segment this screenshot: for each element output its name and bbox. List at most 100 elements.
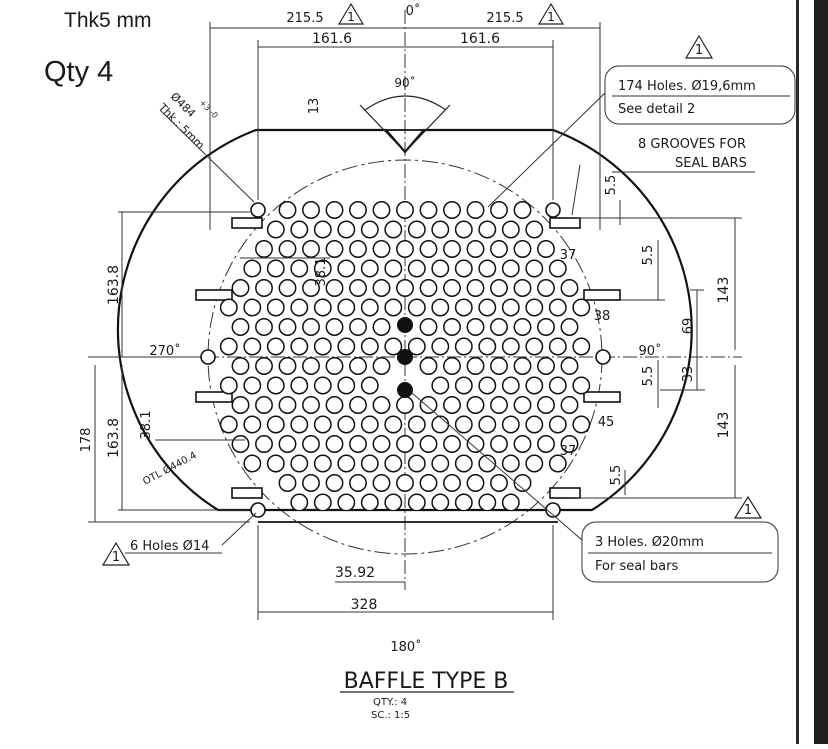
tube-hole xyxy=(278,240,297,258)
tube-hole xyxy=(466,396,485,414)
angle-top: 0˚ xyxy=(406,3,421,19)
tube-hole xyxy=(548,454,567,473)
tube-hole xyxy=(454,454,473,473)
tube-hole xyxy=(290,220,309,239)
tube-hole xyxy=(478,259,497,278)
tube-hole xyxy=(443,240,461,258)
tube-hole xyxy=(290,454,309,473)
tube-hole xyxy=(490,318,508,336)
tube-hole xyxy=(478,493,497,510)
dim-right-37-b: 37 xyxy=(560,444,577,459)
tube-hole xyxy=(302,318,320,336)
tube-hole xyxy=(431,376,450,395)
tube-hole xyxy=(360,337,379,356)
dim-top-left-161: 161.6 xyxy=(312,31,352,47)
dimension-lines xyxy=(88,22,742,620)
tube-hole xyxy=(490,435,508,453)
tube-hole xyxy=(337,337,356,356)
tube-hole xyxy=(525,259,544,278)
tube-hole xyxy=(443,396,461,414)
tube-hole xyxy=(431,454,450,473)
tube-hole xyxy=(313,493,332,510)
tube-hole xyxy=(255,357,273,375)
tube-hole xyxy=(419,474,438,492)
tube-hole xyxy=(384,220,403,239)
tube-hole xyxy=(443,201,461,219)
tube-hole xyxy=(478,376,497,395)
tube-hole xyxy=(419,396,438,414)
tube-hole xyxy=(537,435,555,453)
tube-hole xyxy=(396,396,414,414)
tube-hole xyxy=(360,376,379,395)
tube-hole xyxy=(313,337,332,356)
tube-hole xyxy=(302,435,320,453)
tube-hole xyxy=(360,259,379,278)
tube-hole xyxy=(302,240,320,258)
tube-hole xyxy=(490,474,508,492)
tube-hole xyxy=(490,279,508,297)
tube-hole xyxy=(513,279,532,297)
tube-hole xyxy=(337,454,356,473)
tube-hole xyxy=(313,376,332,395)
tube-hole xyxy=(560,396,579,414)
tube-hole xyxy=(501,454,520,473)
tube-hole xyxy=(431,337,450,356)
tube-hole xyxy=(525,337,544,356)
revision-mark: 1 xyxy=(695,43,703,58)
tube-hole xyxy=(372,279,391,297)
tube-hole xyxy=(454,376,473,395)
tube-hole xyxy=(325,201,344,219)
tube-hole xyxy=(290,337,309,356)
dim-left-178: 178 xyxy=(79,428,94,453)
tube-hole xyxy=(219,376,238,395)
tube-hole xyxy=(525,454,544,473)
tube-hole xyxy=(219,337,238,356)
tube-hole xyxy=(419,357,438,375)
tube-hole xyxy=(278,318,297,336)
tube-hole xyxy=(548,376,567,395)
seal-bar-grooves xyxy=(195,217,621,499)
tube-hole xyxy=(443,357,461,375)
tube-hole xyxy=(266,220,285,239)
sheet-border xyxy=(796,0,828,744)
tube-hole xyxy=(443,474,461,492)
tube-hole xyxy=(266,259,285,278)
tube-hole xyxy=(302,474,320,492)
tube-hole xyxy=(490,240,508,258)
tube-hole xyxy=(454,220,473,239)
tube-hole xyxy=(419,279,438,297)
tube-hole xyxy=(384,454,403,473)
dim-notch-depth: 13 xyxy=(307,98,322,115)
tube-hole xyxy=(548,259,567,278)
tube-hole xyxy=(501,259,520,278)
dim-right-5-5-b: 5.5 xyxy=(641,245,656,266)
tube-hole xyxy=(396,240,414,258)
tube-hole xyxy=(302,279,320,297)
tube-hole xyxy=(407,493,426,510)
tube-hole xyxy=(384,298,403,317)
holes-6-label: 6 Holes Ø14 xyxy=(130,539,209,554)
tube-hole xyxy=(255,240,273,258)
dim-left-163-upper: 163.8 xyxy=(106,265,122,305)
tube-hole xyxy=(478,298,497,317)
border-line xyxy=(796,0,799,744)
quantity-label: Qty 4 xyxy=(44,56,113,88)
tube-hole xyxy=(490,357,508,375)
tube-hole xyxy=(537,396,555,414)
tube-hole xyxy=(501,415,520,434)
tube-hole xyxy=(560,357,579,375)
tube-hole xyxy=(219,415,238,434)
tube-hole-pattern xyxy=(219,201,591,510)
tube-hole xyxy=(525,298,544,317)
title-qty: QTY.: 4 xyxy=(373,697,407,708)
tube-hole xyxy=(454,493,473,510)
revision-triangles xyxy=(101,2,763,566)
dim-bottom-328: 328 xyxy=(351,597,378,613)
tube-hole xyxy=(419,435,438,453)
dim-right-5-5-a: 5.5 xyxy=(604,175,619,196)
tube-hole xyxy=(466,201,485,219)
tube-hole xyxy=(443,435,461,453)
baffle-cut-lines xyxy=(258,129,558,523)
tube-hole xyxy=(372,435,391,453)
